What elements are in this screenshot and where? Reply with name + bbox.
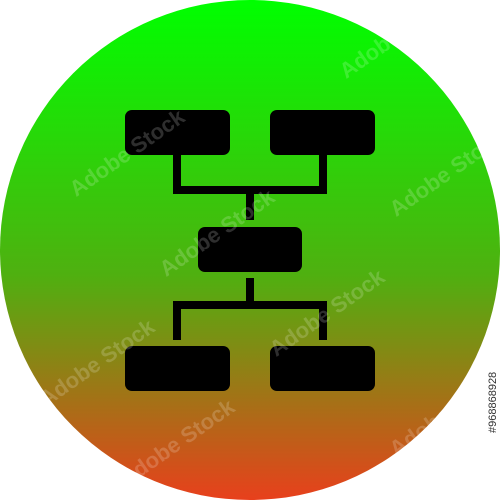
bottom-left-node bbox=[125, 346, 230, 391]
center-node bbox=[198, 227, 302, 272]
top-left-node bbox=[125, 110, 230, 155]
bottom-right-node bbox=[270, 346, 375, 391]
bottom-connector-lines bbox=[173, 278, 327, 340]
top-right-node bbox=[270, 110, 375, 155]
top-connector-lines bbox=[173, 155, 327, 220]
org-chart-glyph bbox=[125, 110, 375, 391]
stock-image-id: #968868928 bbox=[487, 371, 499, 433]
